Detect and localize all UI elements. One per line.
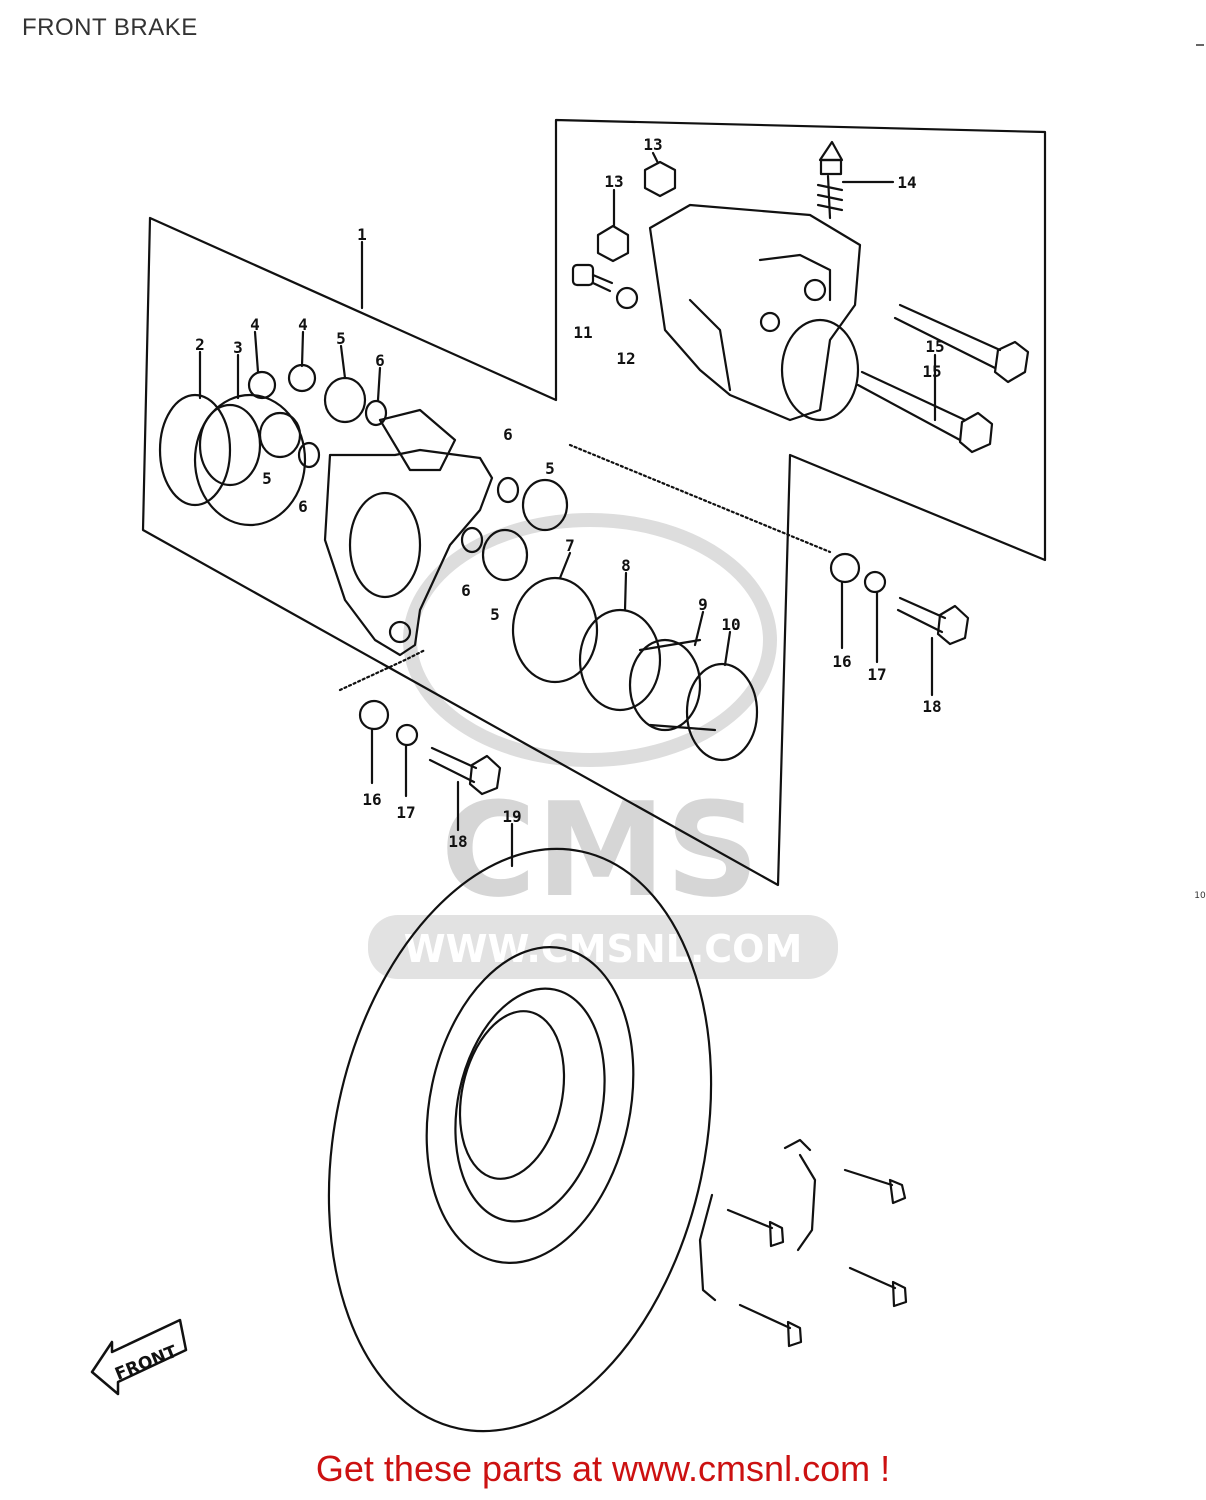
callout-17a: 17: [396, 803, 415, 822]
bushing-5d: [481, 528, 529, 582]
watermark-url: WWW.CMSNL.COM: [404, 927, 803, 971]
dust-seal-10: [685, 662, 759, 762]
washer-12: [615, 286, 639, 310]
bolt-11: [571, 263, 614, 293]
seal-4a: [247, 370, 277, 400]
brake-disc: [327, 847, 713, 1433]
callout-6d: 6: [461, 581, 471, 600]
callout-5b: 5: [262, 469, 272, 488]
callout-4b: 4: [298, 315, 308, 334]
bushing-5c: [521, 478, 569, 532]
callout-15a: 15: [925, 337, 944, 356]
assembly-outline: [141, 118, 1047, 887]
callout-7: 7: [565, 536, 575, 555]
watermark: CMS WWW.CMSNL.COM: [368, 513, 838, 979]
callout-9: 9: [698, 595, 708, 614]
bolt-15a: [893, 303, 1030, 384]
callout-18b: 18: [922, 697, 941, 716]
callout-6c: 6: [503, 425, 513, 444]
nut-13b: [596, 224, 630, 263]
ring-6d: [460, 526, 484, 554]
page-title: FRONT BRAKE: [22, 14, 198, 41]
disc-lock-plate-b: [698, 1193, 717, 1302]
callout-16a: 16: [362, 790, 381, 809]
disc-bolt-a: [843, 1168, 907, 1205]
callout-10: 10: [721, 615, 740, 634]
bushing-5a: [323, 376, 367, 424]
callout-8: 8: [621, 556, 631, 575]
sleeve-9: [628, 638, 717, 732]
callout-14: 14: [897, 173, 916, 192]
callout-labels: 1 2 3 4 4 5 5 5 5 6 6 6 6 7 8 9 10 11 12…: [195, 135, 944, 851]
margin-mark: 10: [1194, 891, 1206, 901]
callout-11: 11: [573, 323, 592, 342]
callout-6b: 6: [298, 497, 308, 516]
washer-16a: [358, 699, 390, 731]
bolt-18a: [428, 746, 502, 796]
watermark-logo: CMS: [441, 774, 759, 926]
caliper-bracket: [323, 408, 494, 657]
callout-5c: 5: [545, 459, 555, 478]
ring-6a: [364, 399, 388, 427]
callout-13a: 13: [643, 135, 662, 154]
callout-17b: 17: [867, 665, 886, 684]
callout-19: 19: [502, 807, 521, 826]
washer-16b: [829, 552, 861, 584]
disc-bolt-d: [738, 1303, 803, 1348]
boot-2: [158, 393, 232, 507]
washer-17a: [395, 723, 419, 747]
callout-1: 1: [357, 225, 367, 244]
bolt-15b: [856, 370, 994, 454]
nut-13a: [643, 160, 677, 198]
callout-12: 12: [616, 349, 635, 368]
washer-17b: [863, 570, 887, 594]
callout-13b: 13: [604, 172, 623, 191]
callout-6a: 6: [375, 351, 385, 370]
cta-link[interactable]: Get these parts at www.cmsnl.com !: [316, 1448, 890, 1489]
callout-4a: 4: [250, 315, 260, 334]
piston-7: [511, 576, 599, 684]
callout-16b: 16: [832, 652, 851, 671]
ring-6b: [297, 441, 321, 469]
callout-3: 3: [233, 338, 243, 357]
ring-6c: [496, 476, 520, 504]
disc-bolt-b: [726, 1208, 785, 1248]
disc-bolt-c: [848, 1266, 908, 1308]
cta-text: Get these parts at www.cmsnl.com !: [315, 1448, 891, 1489]
bleed-valve: [816, 140, 844, 220]
callout-5a: 5: [336, 329, 346, 348]
callout-15b: 15: [922, 362, 941, 381]
seal-4b: [287, 363, 317, 393]
disc-lock-plate-a: [783, 1138, 817, 1252]
front-arrow: FRONT: [90, 1318, 188, 1396]
callout-5d: 5: [490, 605, 500, 624]
seal-8: [578, 608, 662, 712]
piston-3: [193, 393, 307, 527]
callout-2: 2: [195, 335, 205, 354]
bolt-18b: [896, 596, 970, 646]
bushing-5b: [258, 411, 302, 459]
caliper-body: [648, 203, 862, 422]
callout-18a: 18: [448, 832, 467, 851]
